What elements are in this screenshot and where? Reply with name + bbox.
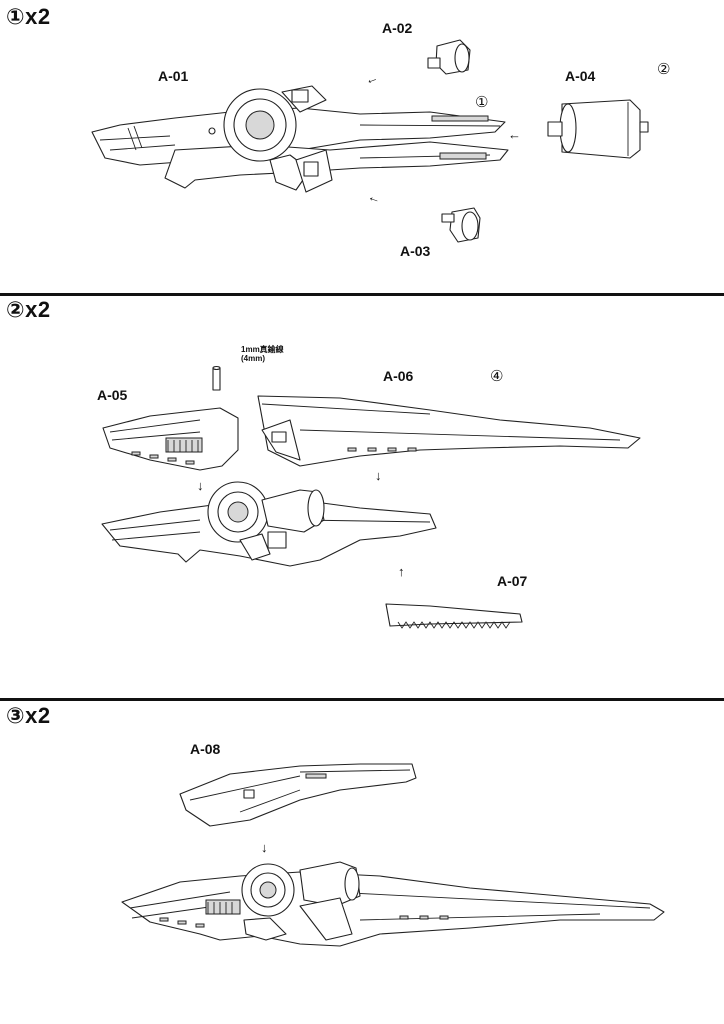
part-label-a05: A-05	[97, 387, 128, 403]
part-a02-drawing	[427, 39, 471, 75]
arrow-down-a05: ↓	[197, 478, 204, 493]
part-a06-drawing	[257, 395, 641, 467]
step-2-header: ②x2	[6, 297, 51, 322]
pin-note-line1: 1mm真鍮線	[241, 345, 284, 354]
step-1-drawing	[91, 39, 649, 243]
part-a01-drawing	[91, 85, 509, 193]
part-label-a06: A-06	[383, 368, 414, 384]
arrow-down-a06: ↓	[375, 468, 382, 483]
step-divider-2	[0, 698, 724, 701]
step-2-drawing	[101, 365, 641, 629]
part-a07-drawing	[385, 603, 523, 629]
part-label-a01: A-01	[158, 68, 189, 84]
step-1-header: ①x2	[6, 4, 51, 29]
arrow-up-a07: ↑	[398, 564, 405, 579]
pin-note-line2: (4mm)	[241, 354, 266, 363]
assembly-step2-drawing	[101, 481, 437, 567]
arrow-down-a08: ↓	[261, 840, 268, 855]
assembly-final-drawing	[121, 861, 665, 947]
marker-circled-2: ②	[657, 61, 671, 78]
step-3-header: ③x2	[6, 703, 51, 728]
part-a08-drawing	[179, 763, 417, 827]
part-label-a02: A-02	[382, 20, 413, 36]
part-label-a03: A-03	[400, 243, 431, 259]
part-label-a04: A-04	[565, 68, 596, 84]
part-label-a08: A-08	[190, 741, 221, 757]
part-a04-drawing	[547, 99, 649, 159]
marker-circled-1: ①	[475, 94, 489, 111]
step-divider-1	[0, 293, 724, 296]
marker-circled-4: ④	[490, 368, 504, 385]
brass-pin-drawing	[212, 365, 221, 391]
part-label-a07: A-07	[497, 573, 528, 589]
part-a05-drawing	[102, 407, 239, 471]
part-a03-drawing	[441, 207, 481, 243]
arrow-a04: ←	[508, 127, 521, 142]
